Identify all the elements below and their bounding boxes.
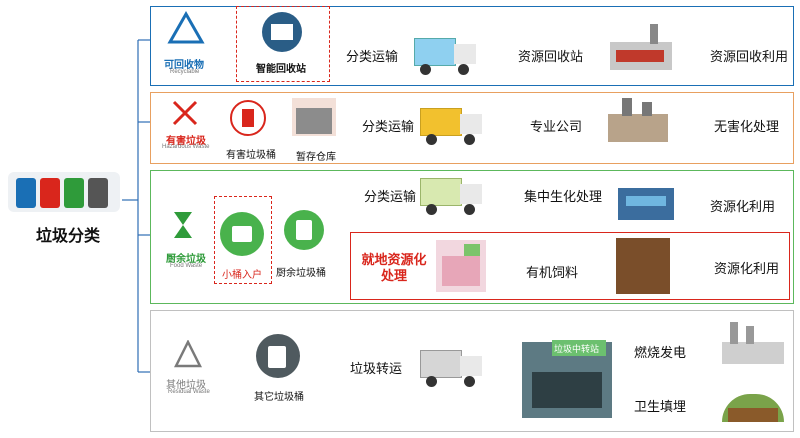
transfer-station-sign: 垃圾中转站 (554, 344, 600, 354)
residual-icon (174, 340, 202, 370)
food-branch2-result: 资源化利用 (714, 261, 780, 276)
root-label: 垃圾分类 (36, 228, 101, 245)
smart-station-icon (262, 12, 302, 52)
storage-warehouse-icon (292, 98, 336, 136)
transfer-station-icon: 垃圾中转站 (522, 340, 612, 418)
biochemical-plant-icon (618, 178, 674, 222)
hazardous-result: 无害化处理 (714, 119, 780, 134)
recycle-icon (166, 10, 206, 50)
food-branch1-result: 资源化利用 (710, 199, 776, 214)
hazardous-step2: 专业公司 (530, 119, 583, 134)
storage-label: 暂存仓库 (296, 152, 336, 163)
hazardous-step1: 分类运输 (362, 119, 415, 134)
small-bin-icon (220, 212, 264, 256)
hazardous-icon (170, 98, 200, 128)
landfill-icon (722, 380, 784, 424)
residual-step1: 垃圾转运 (350, 361, 403, 376)
food-truck-icon (420, 176, 486, 216)
smart-station-label: 智能回收站 (256, 64, 306, 75)
hazardous-truck-icon (420, 106, 486, 146)
residual-out1: 燃烧发电 (634, 345, 687, 360)
onsite-facility-icon (436, 240, 486, 292)
hazardous-bin-icon (230, 100, 266, 136)
food-title-en: Food Waste (170, 263, 203, 269)
food-branch2-step1: 就地资源化处理 (361, 252, 427, 283)
residual-title-en: Residual Waste (168, 389, 210, 395)
residual-bin-icon (256, 334, 300, 378)
truck-icon (414, 36, 480, 76)
hazardous-title: 有害垃圾 (166, 136, 206, 147)
hazardous-bin-label: 有害垃圾桶 (226, 150, 276, 161)
onsite-highlight (350, 232, 790, 300)
recyclable-step1: 分类运输 (346, 49, 399, 64)
food-branch1-step2: 集中生化处理 (524, 189, 603, 204)
recyclable-title-en: Recyclable (170, 69, 200, 75)
small-bin-highlight (214, 196, 272, 284)
hazardous-title-en: Hazardous Waste (162, 144, 210, 150)
small-bin-label: 小桶入户 (222, 270, 262, 281)
food-title: 厨余垃圾 (166, 254, 206, 265)
residual-bin-label: 其它垃圾桶 (254, 392, 304, 403)
organic-feed-icon (616, 238, 670, 294)
power-plant-icon (722, 322, 784, 366)
food-branch1-step1: 分类运输 (364, 189, 417, 204)
food-bin-label: 厨余垃圾桶 (276, 268, 326, 279)
recyclable-result: 资源回收利用 (710, 49, 789, 64)
recycling-plant-icon (610, 24, 672, 74)
recyclable-step2: 资源回收站 (518, 49, 584, 64)
food-bin-icon (284, 210, 324, 250)
food-branch2-step2: 有机饲料 (526, 265, 579, 280)
recyclable-title: 可回收物 (164, 60, 204, 71)
smart-station-highlight (236, 6, 330, 82)
residual-title: 其他垃圾 (166, 380, 206, 391)
food-icon (172, 210, 194, 240)
treatment-plant-icon (608, 98, 668, 144)
residual-out2: 卫生填埋 (634, 399, 687, 414)
waste-bins-icon (8, 172, 120, 212)
residual-truck-icon (420, 348, 486, 388)
